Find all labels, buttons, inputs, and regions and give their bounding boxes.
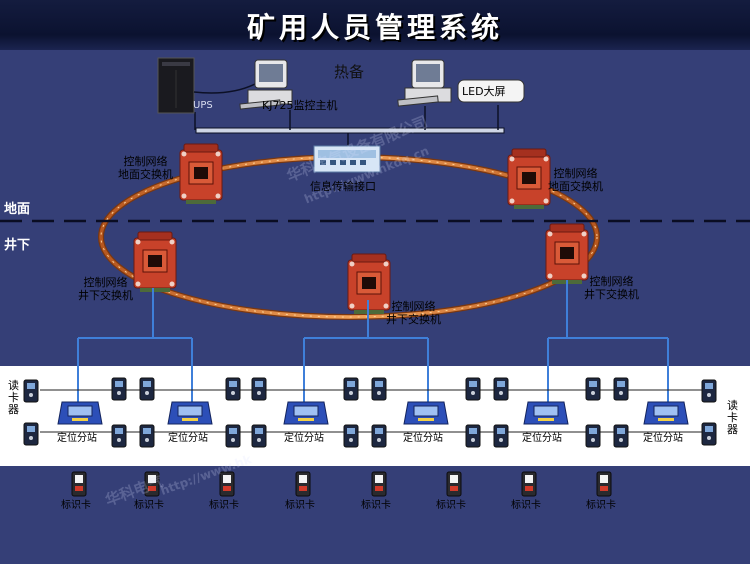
led-screen-label: LED大屏 <box>462 85 506 98</box>
locator-station-icon <box>643 401 689 425</box>
id-card-icon <box>446 471 462 497</box>
card-reader-icon <box>585 377 601 401</box>
station-label: 定位分站 <box>168 433 208 444</box>
id-card-icon <box>371 471 387 497</box>
host-bus-line <box>195 127 505 134</box>
card-reader-icon <box>225 377 241 401</box>
surface-zone-label: 地面 <box>4 202 31 217</box>
locator-station-icon <box>403 401 449 425</box>
underground-switch-label-right: 控制网络 井下交换机 <box>584 275 639 301</box>
card-reader-icon <box>465 377 481 401</box>
station-label: 定位分站 <box>643 433 683 444</box>
station-label: 定位分站 <box>57 433 97 444</box>
standby-computer-icon <box>397 59 452 107</box>
card-reader-icon <box>139 424 155 448</box>
card-reader-icon <box>23 422 39 446</box>
card-reader-icon <box>225 424 241 448</box>
interface-label: 信息传输接口 <box>310 180 376 193</box>
switch-icon <box>133 231 177 292</box>
id-card-label: 标识卡 <box>209 500 239 511</box>
ups-icon <box>157 57 195 114</box>
card-reader-icon <box>139 377 155 401</box>
card-reader-icon <box>343 424 359 448</box>
card-reader-icon <box>613 424 629 448</box>
switch-icon <box>507 148 551 209</box>
host-label: KJ725监控主机 <box>262 99 338 112</box>
card-reader-icon <box>251 424 267 448</box>
card-reader-icon <box>23 379 39 403</box>
card-reader-icon <box>343 377 359 401</box>
reader-label-left: 读 卡 器 <box>8 379 19 416</box>
underground-switch-label-left: 控制网络 井下交换机 <box>78 276 133 302</box>
station-label: 定位分站 <box>284 433 324 444</box>
switch-icon <box>179 143 223 204</box>
locator-station-icon <box>283 401 329 425</box>
card-reader-icon <box>371 377 387 401</box>
card-reader-icon <box>493 424 509 448</box>
page-title: 矿用人员管理系统 <box>246 11 503 44</box>
card-reader-icon <box>111 377 127 401</box>
link-lines <box>77 280 669 402</box>
station-label: 定位分站 <box>403 433 443 444</box>
id-card-label: 标识卡 <box>511 500 541 511</box>
id-card-label: 标识卡 <box>586 500 616 511</box>
led-screen-box <box>457 79 525 103</box>
locator-station-icon <box>523 401 569 425</box>
station-label: 定位分站 <box>522 433 562 444</box>
underground-switch-label-center: 控制网络 井下交换机 <box>386 300 441 326</box>
card-reader-icon <box>111 424 127 448</box>
surface-switch-label-right: 控制网络 地面交换机 <box>548 167 603 193</box>
card-reader-icon <box>371 424 387 448</box>
interface-device-icon <box>313 145 381 173</box>
surface-switch-label-left: 控制网络 地面交换机 <box>118 155 173 181</box>
id-card-icon <box>71 471 87 497</box>
id-card-label: 标识卡 <box>361 500 391 511</box>
id-card-icon <box>295 471 311 497</box>
id-card-icon <box>596 471 612 497</box>
card-reader-icon <box>465 424 481 448</box>
hot-standby-label: 热备 <box>334 63 365 81</box>
id-card-label: 标识卡 <box>134 500 164 511</box>
card-reader-icon <box>701 422 717 446</box>
card-reader-icon <box>493 377 509 401</box>
switch-icon <box>545 223 589 284</box>
underground-zone-label: 井下 <box>4 238 31 253</box>
ups-label: UPS <box>193 100 213 111</box>
locator-station-icon <box>57 401 103 425</box>
reader-label-right: 读 卡 器 <box>727 399 738 436</box>
id-card-label: 标识卡 <box>61 500 91 511</box>
id-card-icon <box>521 471 537 497</box>
card-reader-icon <box>613 377 629 401</box>
id-card-icon <box>144 471 160 497</box>
host-computer-icon <box>239 59 293 110</box>
id-card-label: 标识卡 <box>285 500 315 511</box>
title-bar <box>0 0 750 50</box>
card-reader-icon <box>585 424 601 448</box>
card-reader-icon <box>251 377 267 401</box>
id-card-icon <box>219 471 235 497</box>
id-card-label: 标识卡 <box>436 500 466 511</box>
card-reader-icon <box>701 379 717 403</box>
locator-station-icon <box>167 401 213 425</box>
